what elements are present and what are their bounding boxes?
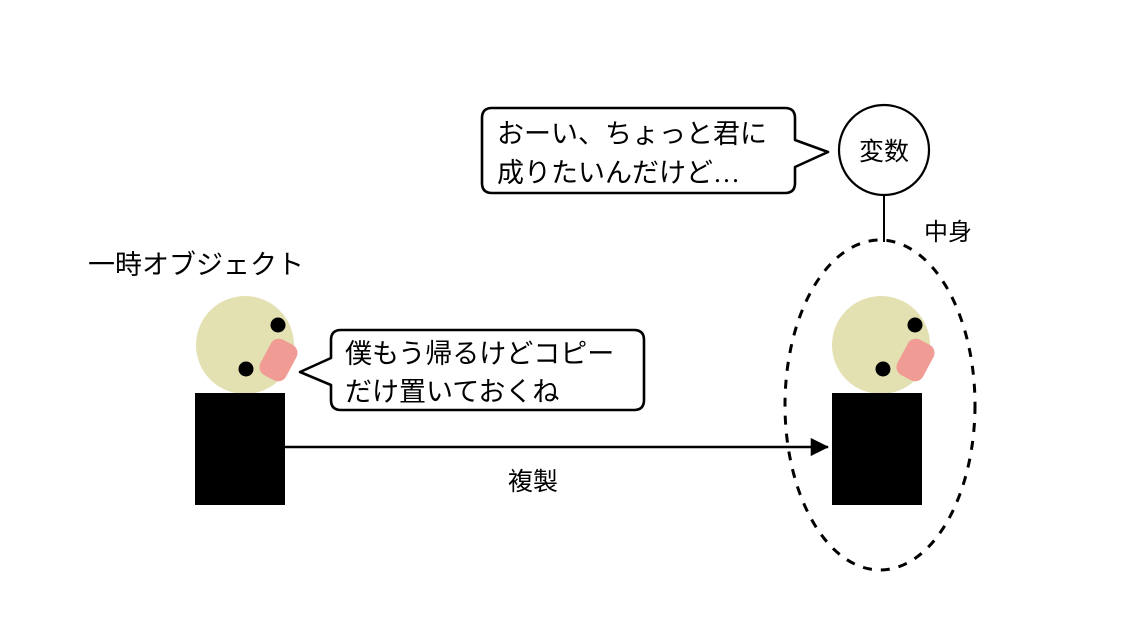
variable-content-figure <box>832 296 935 505</box>
temp-object-bubble-line-1: 僕もう帰るけどコピー <box>345 339 614 369</box>
temp-object-title: 一時オブジェクト <box>88 250 304 280</box>
variable-circle-label: 変数 <box>859 138 909 166</box>
variable-bubble-line-2: 成りたいんだけど… <box>497 158 740 188</box>
temp-object-bubble-shape <box>298 328 646 412</box>
mouth-icon <box>259 338 298 382</box>
contents-label: 中身 <box>924 219 972 246</box>
temp-object-bubble: 僕もう帰るけどコピー だけ置いておくね <box>298 328 646 412</box>
copy-arrow-label: 複製 <box>508 468 558 496</box>
eye-upper-icon <box>270 317 286 333</box>
body-rect <box>195 393 285 505</box>
contents-ellipse <box>783 238 977 572</box>
mouth-icon <box>896 338 935 382</box>
eye-upper-icon <box>907 317 923 333</box>
body-rect <box>832 393 922 505</box>
temp-object-figure <box>195 296 298 505</box>
variable-bubble: おーい、ちょっと君に 成りたいんだけど… <box>480 106 830 195</box>
variable-bubble-line-1: おーい、ちょっと君に <box>497 119 767 149</box>
variable-bubble-shape <box>480 106 830 195</box>
eye-lower-icon <box>875 361 891 377</box>
temp-object-bubble-line-2: だけ置いておくね <box>345 377 559 407</box>
eye-lower-icon <box>238 361 254 377</box>
